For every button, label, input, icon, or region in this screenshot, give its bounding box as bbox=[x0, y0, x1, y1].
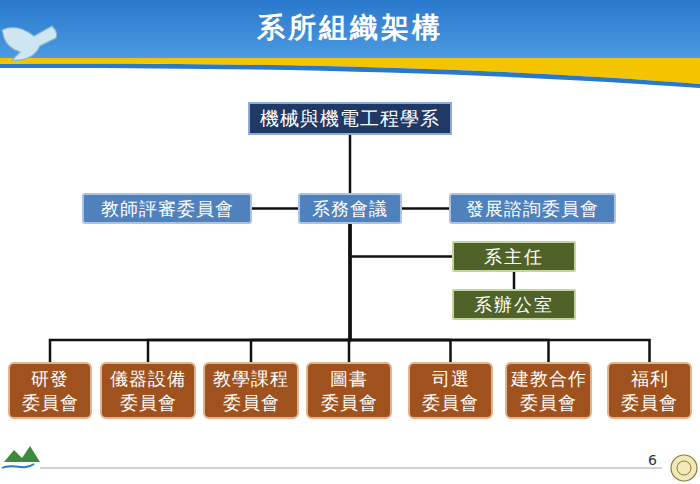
connector-line bbox=[251, 224, 350, 362]
connector-line bbox=[349, 135, 352, 193]
connector-layer bbox=[50, 135, 650, 362]
slide-title: 系所組織架構 bbox=[0, 9, 700, 47]
office-box: 系辦公室 bbox=[452, 289, 576, 320]
mountain-logo bbox=[4, 446, 40, 462]
connector-line bbox=[252, 207, 298, 210]
connector-line bbox=[350, 224, 451, 362]
box-label: 教學課程 委員會 bbox=[209, 367, 293, 415]
header-band bbox=[0, 0, 700, 58]
box-label: 研發 委員會 bbox=[14, 367, 86, 415]
wave-logo bbox=[2, 464, 34, 468]
connector-line bbox=[50, 224, 350, 362]
committee-box: 福利 委員會 bbox=[607, 362, 692, 419]
connector-line bbox=[350, 224, 650, 362]
box-label: 發展諮詢委員會 bbox=[466, 197, 599, 221]
connector-line bbox=[350, 224, 452, 257]
committee-box: 圖書 委員會 bbox=[306, 362, 392, 419]
box-label: 教師評審委員會 bbox=[101, 197, 234, 221]
connector-line bbox=[402, 207, 449, 210]
committee-box: 建教合作 委員會 bbox=[505, 362, 592, 419]
council-box: 系務會議 bbox=[298, 193, 402, 224]
connector-line bbox=[513, 272, 516, 289]
seal-logo bbox=[671, 455, 697, 481]
blue-swoosh bbox=[0, 64, 700, 88]
connector-line bbox=[148, 224, 350, 362]
committee-box: 教師評審委員會 bbox=[82, 193, 252, 224]
box-label: 系務會議 bbox=[312, 197, 388, 221]
department-box: 機械與機電工程學系 bbox=[248, 102, 452, 135]
box-label: 儀器設備 委員會 bbox=[106, 367, 190, 415]
box-label: 機械與機電工程學系 bbox=[260, 106, 440, 131]
committee-box: 研發 委員會 bbox=[8, 362, 92, 419]
box-label: 圖書 委員會 bbox=[312, 367, 386, 415]
chair-box: 系主任 bbox=[452, 241, 576, 272]
committee-box: 教學課程 委員會 bbox=[203, 362, 299, 419]
page-number: 6 bbox=[648, 452, 657, 468]
box-label: 司選 委員會 bbox=[414, 367, 487, 415]
seal-ring bbox=[677, 461, 691, 475]
box-label: 福利 委員會 bbox=[613, 367, 686, 415]
committee-box: 發展諮詢委員會 bbox=[449, 193, 616, 224]
box-label: 系辦公室 bbox=[474, 293, 554, 317]
dove-logo bbox=[2, 26, 57, 60]
box-label: 系主任 bbox=[484, 245, 544, 269]
committee-box: 司選 委員會 bbox=[408, 362, 493, 419]
box-label: 建教合作 委員會 bbox=[511, 367, 587, 415]
committee-box: 儀器設備 委員會 bbox=[100, 362, 196, 419]
footer-rule bbox=[40, 468, 662, 469]
